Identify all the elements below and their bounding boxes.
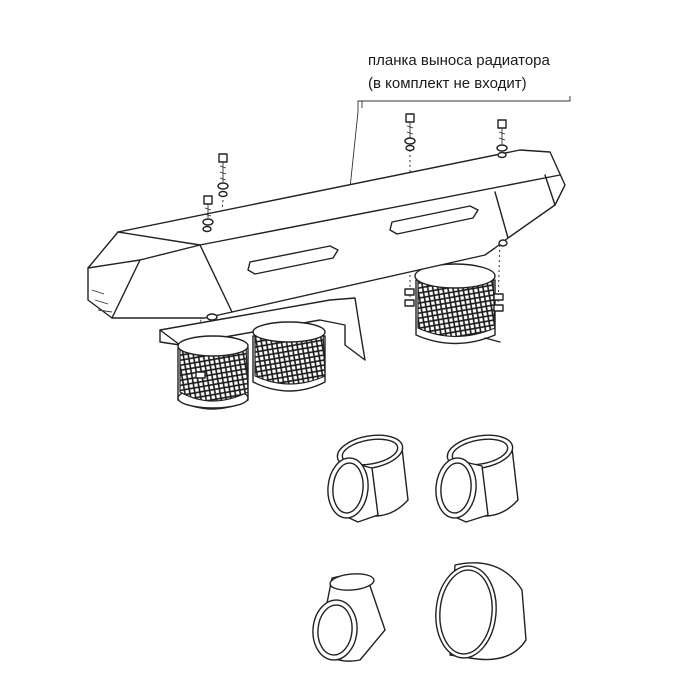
callout-bracket bbox=[357, 96, 571, 112]
adapter-coupling-1 bbox=[327, 434, 409, 523]
air-filter-2 bbox=[252, 321, 326, 392]
callout: планка выноса радиатора (в комплект не в… bbox=[349, 52, 571, 189]
callout-line-1: планка выноса радиатора bbox=[368, 52, 551, 69]
bumper-guard bbox=[87, 149, 566, 321]
bolt-4 bbox=[496, 119, 508, 159]
straight-sleeve bbox=[435, 562, 527, 661]
callout-line-2: (в комплект не входит) bbox=[368, 75, 527, 92]
bumper-slot-left bbox=[247, 245, 339, 275]
air-filter-1 bbox=[177, 335, 249, 410]
nuts bbox=[195, 288, 504, 379]
conical-reducer bbox=[312, 573, 386, 662]
bolt-3 bbox=[404, 113, 416, 152]
bumper-slot-right bbox=[389, 205, 479, 235]
bolt-2 bbox=[202, 195, 214, 233]
air-filter-3 bbox=[414, 263, 501, 345]
adapter-coupling-2 bbox=[435, 434, 519, 523]
bolt-1 bbox=[217, 153, 229, 198]
callout-leader bbox=[349, 111, 359, 189]
